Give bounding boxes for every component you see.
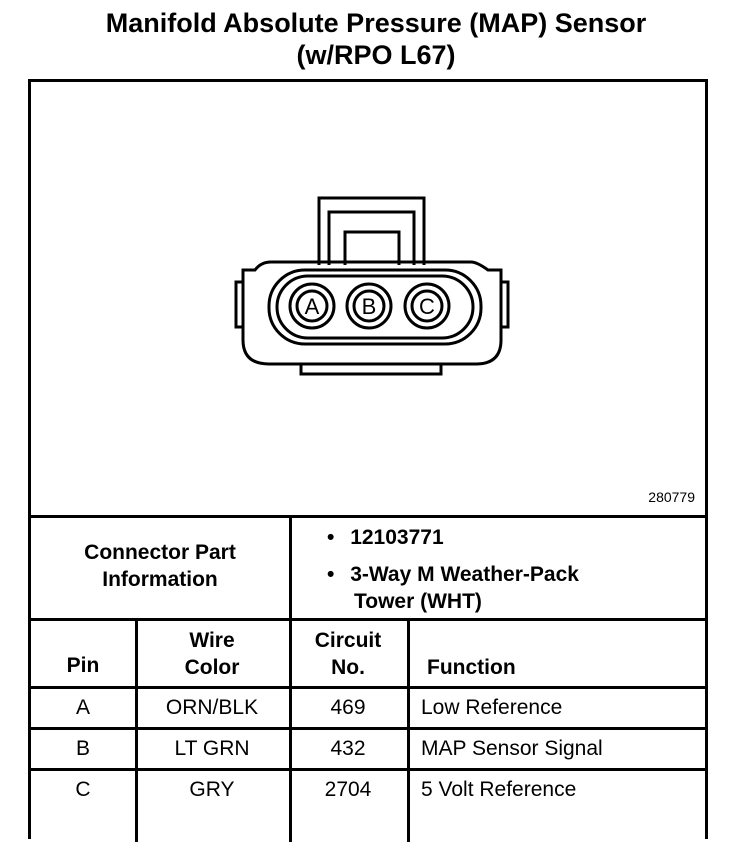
- bullet: •: [327, 526, 335, 549]
- connector-info-label-line1: Connector Part: [84, 541, 236, 564]
- header-circuit-line1: Circuit: [314, 629, 382, 652]
- connector-description-line2: Tower (WHT): [354, 590, 482, 613]
- pin-cell: C: [75, 778, 91, 801]
- connector-latch: [317, 196, 426, 265]
- part-number-item: • 12103771: [327, 524, 444, 551]
- divider-line: [31, 515, 705, 518]
- connector-foot: [299, 364, 443, 376]
- circuit-cell: 432: [330, 737, 366, 760]
- wire-color-cell: GRY: [189, 778, 235, 801]
- header-wire-color-line1: Wire: [189, 629, 235, 652]
- pin-cell: B: [75, 737, 90, 760]
- pin-cell: A: [75, 696, 90, 719]
- figure-number: 280779: [648, 489, 695, 505]
- divider-line: [407, 618, 410, 842]
- connector-description-line1: 3-Way M Weather-Pack: [350, 563, 579, 586]
- divider-line: [135, 618, 138, 842]
- bullet: •: [327, 563, 335, 586]
- connector-info-label: Connector Part Information: [31, 539, 289, 593]
- divider-line: [289, 515, 292, 842]
- pin-a-inner-ring: [295, 289, 329, 323]
- connector-left-flange: [234, 280, 243, 329]
- connector-latch-slot: [343, 230, 401, 265]
- wire-color-cell: ORN/BLK: [165, 696, 259, 719]
- connector-description-item: • 3-Way M Weather-Pack Tower (WHT): [327, 561, 579, 615]
- connector-latch-inner: [327, 210, 416, 265]
- connector-drawing-area: A B C: [31, 82, 705, 515]
- connector-right-flange: [501, 280, 510, 329]
- header-circuit-line2: No.: [331, 656, 365, 679]
- connector-drawing: A B C: [234, 196, 510, 376]
- diagram-title: Manifold Absolute Pressure (MAP) Sensor: [105, 8, 647, 38]
- diagram-subtitle: (w/RPO L67): [296, 40, 456, 70]
- header-wire-color: Wire Color: [135, 627, 289, 681]
- connector-tower-inner: [275, 274, 475, 340]
- divider-line: [31, 768, 705, 771]
- connector-tower: [267, 268, 483, 346]
- divider-line: [31, 618, 705, 621]
- pin-b-inner-ring: [352, 289, 386, 323]
- pin-b-label: B: [362, 294, 377, 319]
- connector-housing: [241, 260, 503, 366]
- wire-color-cell: LT GRN: [174, 737, 250, 760]
- header-pin: Pin: [66, 654, 100, 677]
- header-function: Function: [427, 656, 516, 679]
- function-cell: MAP Sensor Signal: [421, 737, 603, 760]
- pin-a-label: A: [305, 294, 320, 319]
- function-cell: Low Reference: [421, 696, 563, 719]
- header-circuit: Circuit No.: [289, 627, 407, 681]
- connector-info-label-line2: Information: [102, 568, 218, 591]
- header-wire-color-line2: Color: [184, 656, 240, 679]
- pin-a-outer-ring: [288, 282, 336, 330]
- circuit-cell: 2704: [324, 778, 372, 801]
- pin-c-outer-ring: [403, 282, 451, 330]
- circuit-cell: 469: [330, 696, 366, 719]
- pin-c-inner-ring: [410, 289, 444, 323]
- function-cell: 5 Volt Reference: [421, 778, 577, 801]
- part-number: 12103771: [350, 526, 444, 549]
- divider-line: [31, 686, 705, 689]
- pin-b-outer-ring: [345, 282, 393, 330]
- pin-c-label: C: [419, 294, 435, 319]
- divider-line: [31, 727, 705, 730]
